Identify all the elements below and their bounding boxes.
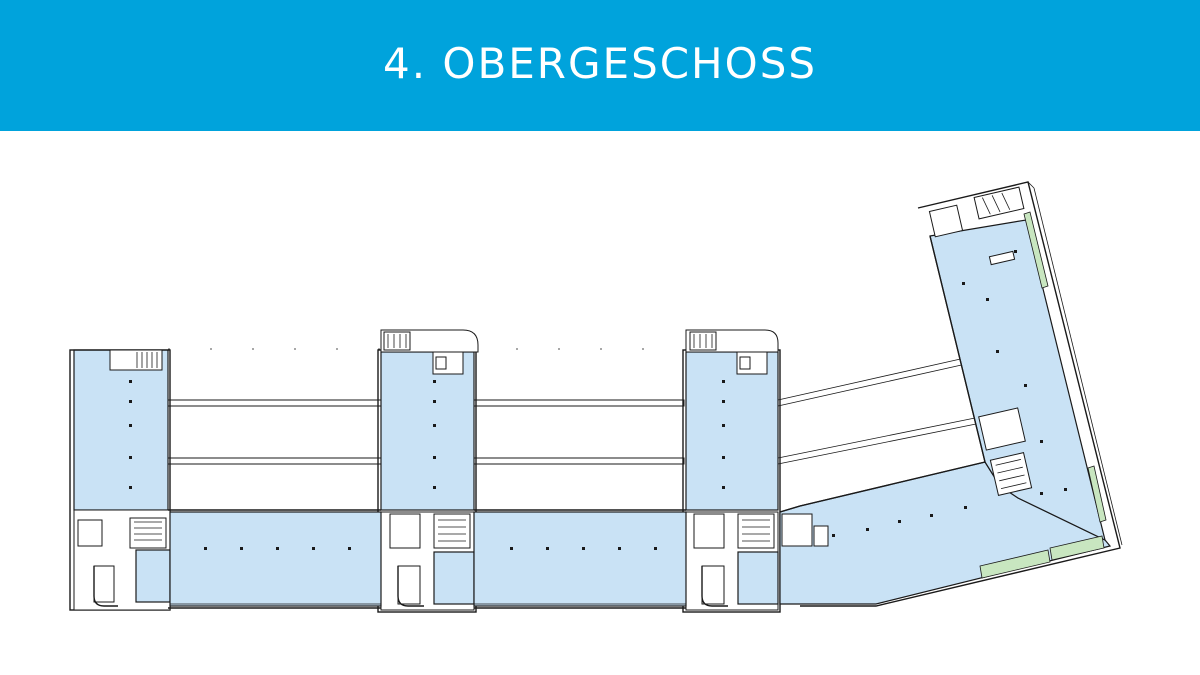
page-header: 4. OBERGESCHOSS xyxy=(0,0,1200,131)
walkway-bridges xyxy=(167,348,977,465)
columns xyxy=(129,250,1067,550)
page-title: 4. OBERGESCHOSS xyxy=(382,39,818,88)
wing-west xyxy=(69,349,171,611)
wing-center xyxy=(377,329,479,613)
south-office-bar xyxy=(168,509,687,609)
wing-east xyxy=(682,329,781,613)
wing-northeast xyxy=(779,181,1123,607)
